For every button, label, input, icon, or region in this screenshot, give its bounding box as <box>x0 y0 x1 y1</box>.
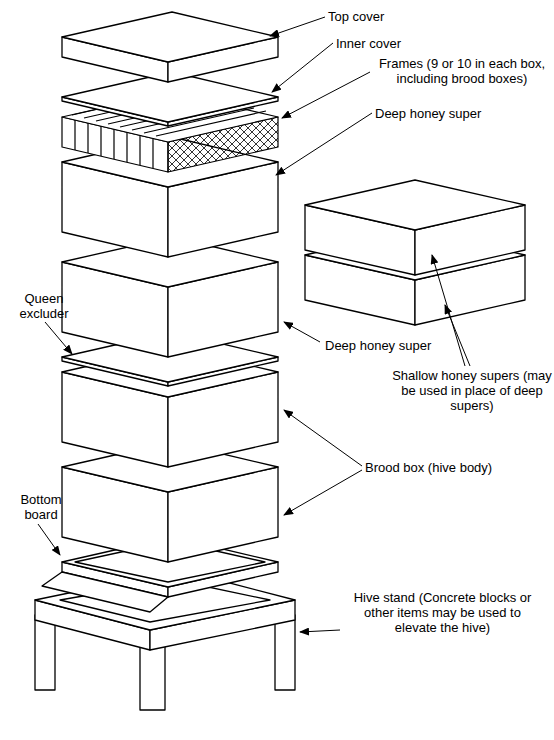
shallow-super <box>305 180 525 275</box>
part-label: Brood box (hive body) <box>365 460 525 475</box>
part-label: Inner cover <box>336 36 476 51</box>
part-label: Hive stand (Concrete blocks or other ite… <box>345 590 540 635</box>
part-label: Bottom board <box>6 492 76 522</box>
part-label: Shallow honey supers (may be used in pla… <box>392 368 552 413</box>
part-label: Deep honey super <box>325 338 475 353</box>
part-label: Top cover <box>328 9 448 24</box>
top-cover <box>62 12 278 82</box>
part-label: Frames (9 or 10 in each box, including b… <box>372 56 552 86</box>
part-label: Deep honey super <box>375 106 525 121</box>
part-label: Queen excluder <box>4 291 84 321</box>
